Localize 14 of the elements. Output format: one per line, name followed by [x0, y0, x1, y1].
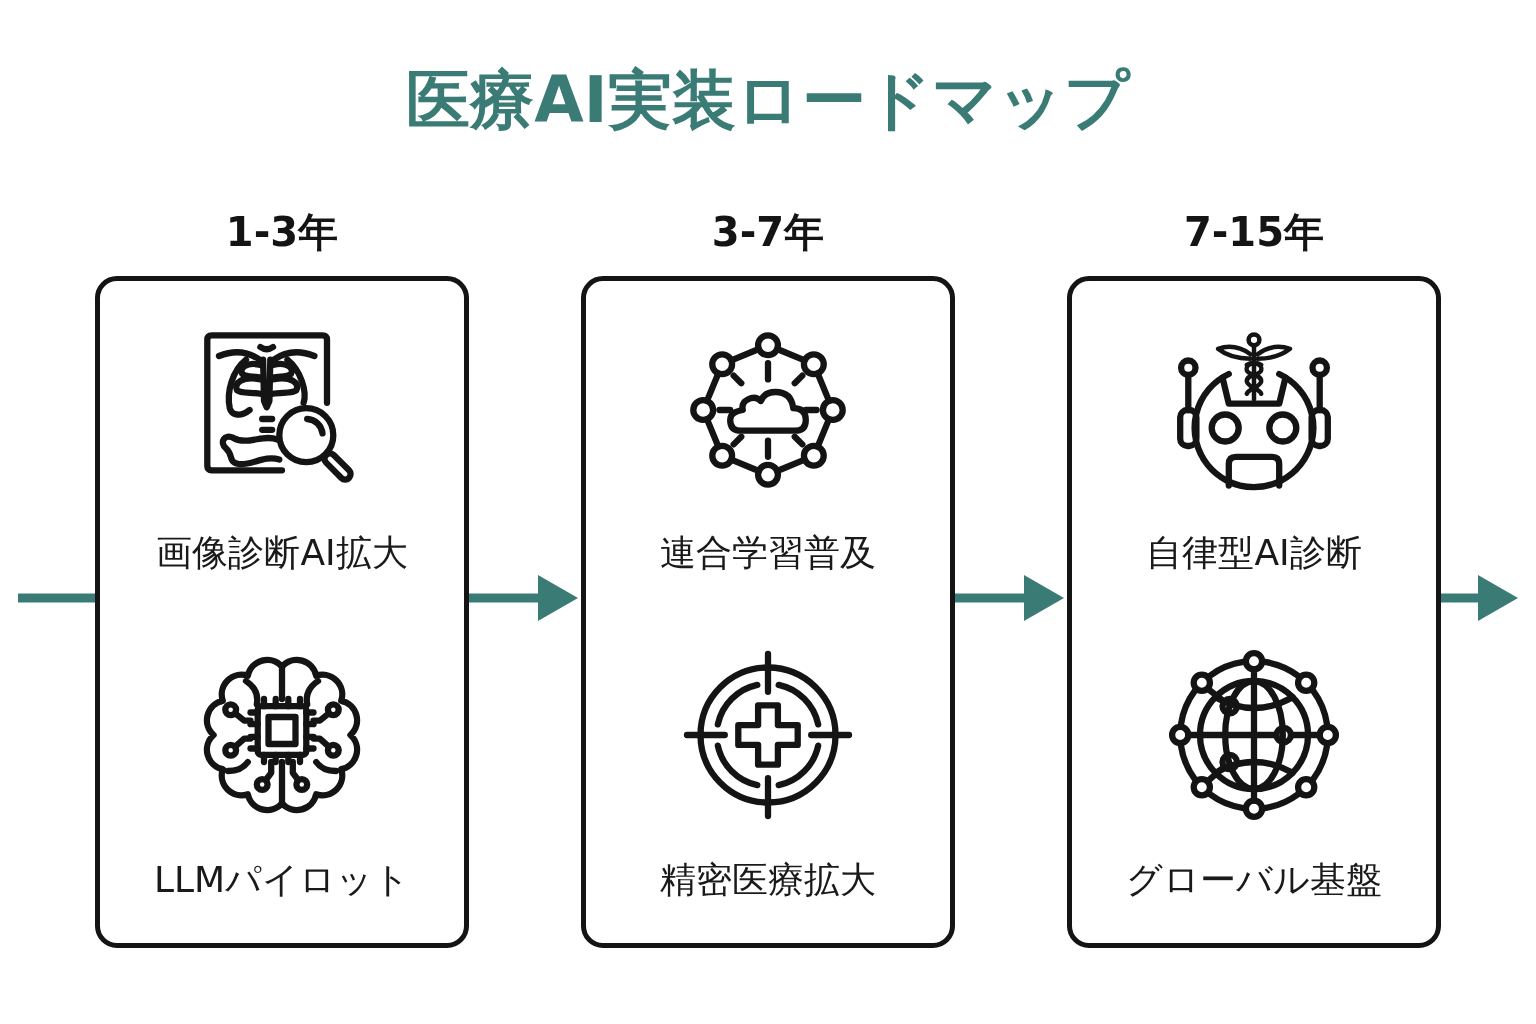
- milestone-text: 精密医療拡大: [660, 858, 876, 902]
- milestone-text: 連合学習普及: [660, 531, 876, 575]
- milestone-text: 画像診断AI拡大: [156, 531, 408, 575]
- period-heading: 7-15年: [1183, 208, 1325, 256]
- arrow: [1441, 575, 1518, 621]
- milestone-text: 自律型AI診断: [1146, 531, 1362, 575]
- milestone-text: グローバル基盤: [1126, 858, 1382, 902]
- arrow: [955, 575, 1064, 621]
- title: 医療AI実装ロードマップ: [406, 62, 1130, 139]
- arrow: [469, 575, 578, 621]
- period-heading: 1-3年: [225, 208, 339, 256]
- period-heading: 3-7年: [711, 208, 825, 256]
- connector-line: [18, 593, 95, 603]
- milestone-text: LLMパイロット: [153, 858, 411, 902]
